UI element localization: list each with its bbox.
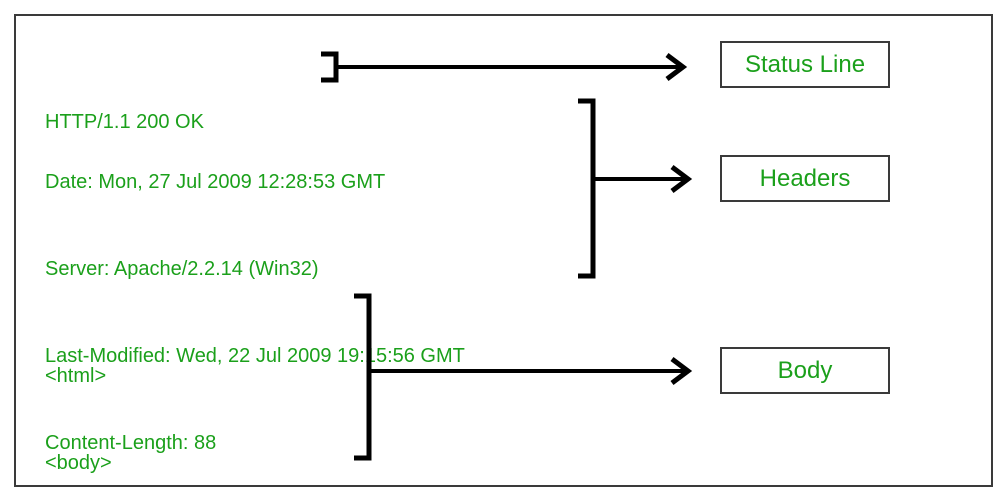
label-box-status-line: Status Line bbox=[720, 41, 890, 88]
body-line-body-open: <body> bbox=[45, 452, 112, 474]
header-line-date: Date: Mon, 27 Jul 2009 12:28:53 GMT bbox=[45, 171, 386, 193]
header-line-content-length: Content-Length: 88 bbox=[45, 432, 217, 454]
label-box-headers-text: Headers bbox=[759, 164, 851, 192]
label-box-headers: Headers bbox=[720, 155, 890, 202]
status-line-text-block: HTTP/1.1 200 OK bbox=[45, 50, 204, 195]
body-line-html-open: <html> bbox=[45, 365, 107, 387]
label-box-status-line-text: Status Line bbox=[744, 50, 866, 78]
headers-text-block: Date: Mon, 27 Jul 2009 12:28:53 GMT Serv… bbox=[45, 110, 465, 499]
label-box-body-text: Body bbox=[777, 356, 833, 384]
status-line-text: HTTP/1.1 200 OK bbox=[45, 111, 204, 133]
header-line-last-modified: Last-Modified: Wed, 22 Jul 2009 19:15:56… bbox=[45, 345, 465, 367]
body-text-block: <html> <body> <h1>Hello, World!</h1> </b… bbox=[45, 304, 256, 499]
header-line-server: Server: Apache/2.2.14 (Win32) bbox=[45, 258, 319, 280]
diagram-frame bbox=[14, 14, 993, 487]
label-box-body: Body bbox=[720, 347, 890, 394]
